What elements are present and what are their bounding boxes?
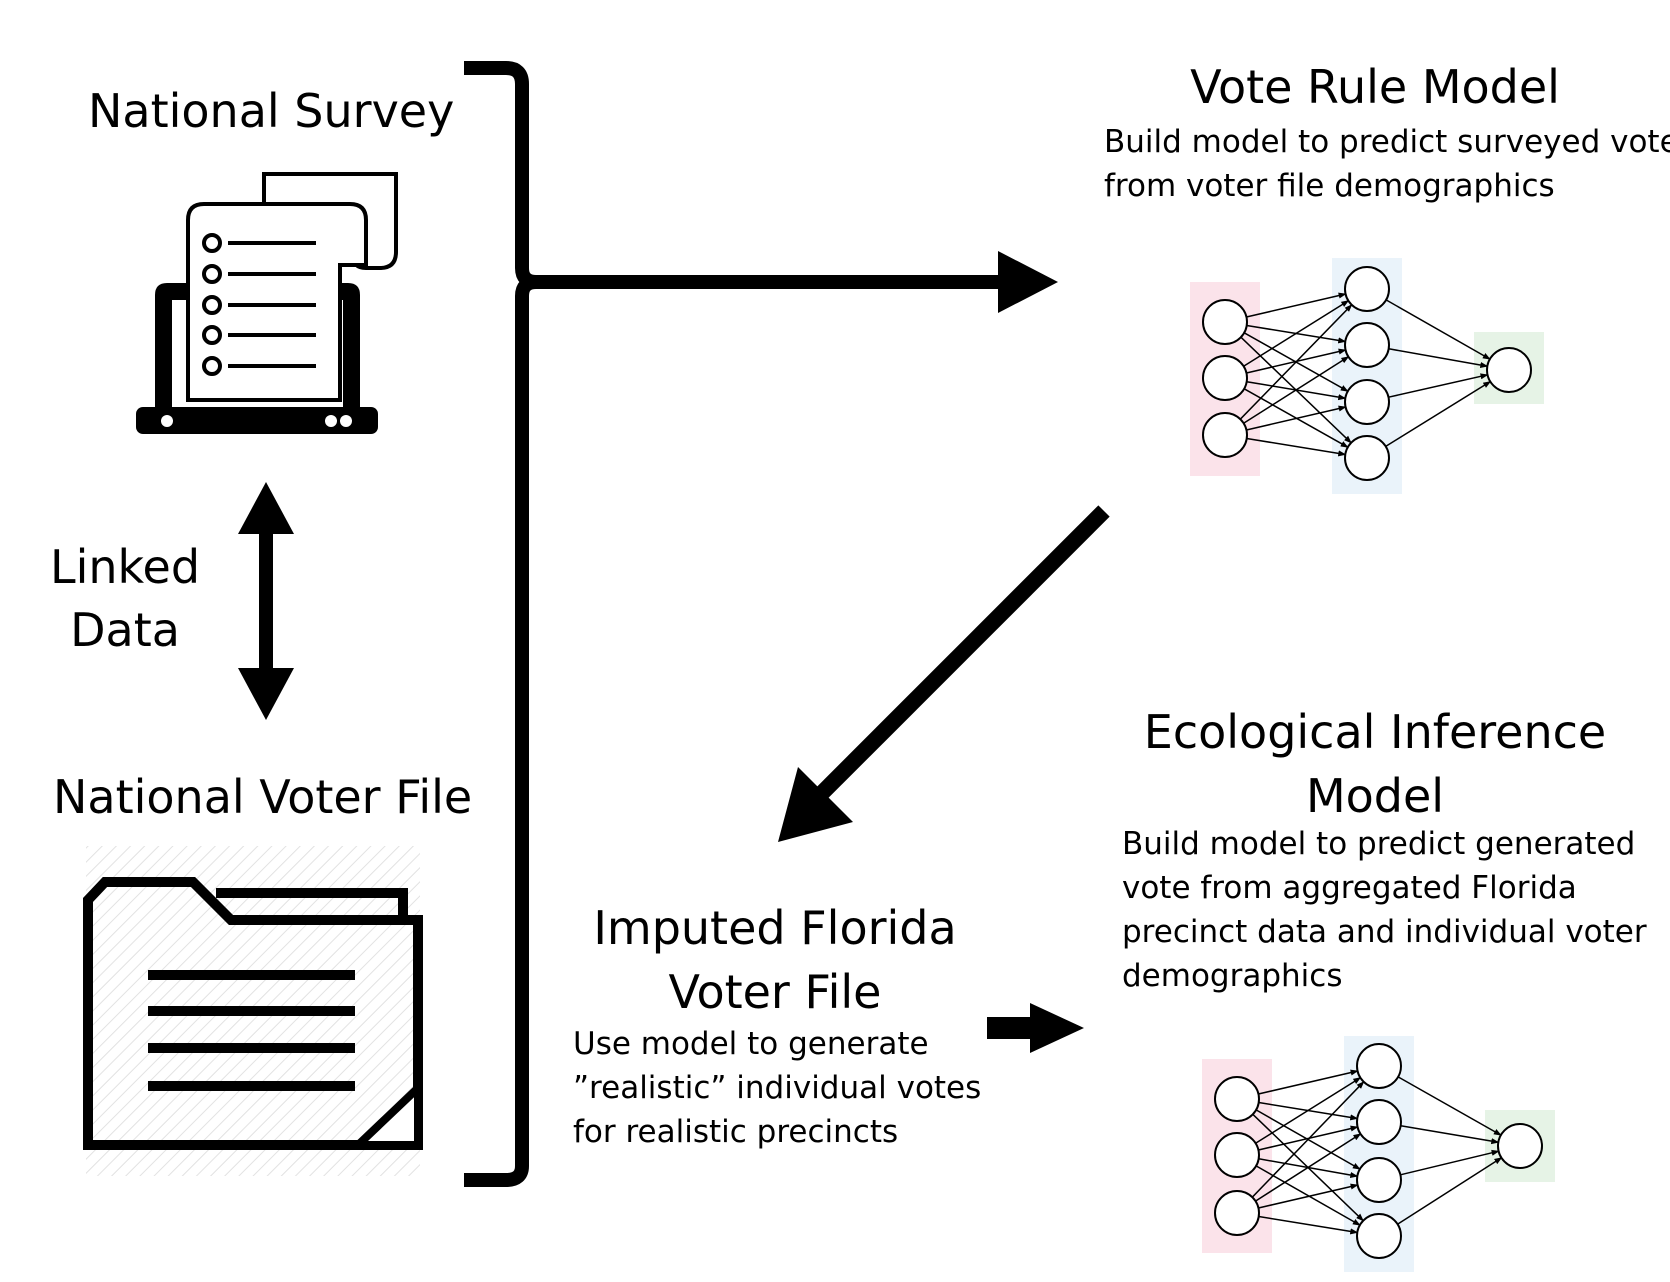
network-edge: [1258, 1215, 1359, 1235]
network-node: [1214, 1190, 1260, 1236]
imputed-desc-line3: for realistic precincts: [573, 1114, 899, 1150]
network-edge: [1239, 304, 1353, 420]
ei-desc-line3: precinct data and individual voter: [1122, 914, 1647, 950]
network-node: [1497, 1123, 1543, 1169]
network-edge: [1385, 380, 1492, 448]
network-edge: [1400, 1149, 1500, 1176]
network-edge: [1255, 1077, 1362, 1144]
network-edge: [1400, 1124, 1500, 1145]
network-edge: [1385, 299, 1491, 360]
network-node: [1356, 1043, 1402, 1089]
imputed-file-description: Use model to generate ”realistic” indivi…: [573, 1022, 981, 1154]
network-node: [1356, 1099, 1402, 1145]
network-edge: [1397, 1076, 1502, 1136]
ei-title-line2: Model: [1305, 769, 1445, 823]
folder-document-icon: [83, 846, 423, 1176]
combine-bracket: [464, 61, 537, 1187]
network-node: [1356, 1157, 1402, 1203]
imputed-title-line2: Voter File: [668, 965, 882, 1019]
imputed-file-title: Imputed Florida Voter File: [580, 896, 970, 1024]
linked-data-line2: Data: [70, 603, 180, 658]
vote-rule-model-title: Vote Rule Model: [1190, 60, 1560, 114]
network-node: [1344, 379, 1390, 425]
network-node: [1356, 1213, 1402, 1259]
ei-model-title: Ecological Inference Model: [1100, 700, 1650, 828]
network-node: [1214, 1076, 1260, 1122]
ei-model-description: Build model to predict generated vote fr…: [1122, 822, 1647, 998]
linked-data-double-arrow: [238, 482, 294, 720]
network-edge: [1246, 437, 1347, 457]
network-edge: [1243, 356, 1350, 424]
national-survey-title: National Survey: [88, 84, 455, 138]
vote-rule-desc-line1: Build model to predict surveyed vote: [1104, 124, 1670, 160]
network-edge: [1258, 1069, 1359, 1095]
vote-rule-neural-network-icon: [1190, 258, 1544, 494]
vote-rule-model-description: Build model to predict surveyed vote fro…: [1104, 120, 1670, 208]
laptop-survey-icon: [136, 172, 398, 434]
network-node: [1486, 347, 1532, 393]
network-edge: [1246, 292, 1347, 318]
network-edge: [1243, 300, 1350, 367]
network-edge: [1388, 373, 1489, 398]
network-edge: [1258, 1183, 1359, 1209]
linked-data-label: Linked Data: [40, 540, 210, 658]
arrow-to-vote-rule-model: [530, 251, 1058, 313]
network-edge: [1388, 348, 1489, 368]
national-voter-file-title: National Voter File: [53, 770, 473, 824]
arrow-to-imputed-file: [778, 505, 1110, 842]
network-node: [1344, 435, 1390, 481]
network-edge: [1397, 1157, 1503, 1225]
network-node: [1344, 322, 1390, 368]
imputed-desc-line1: Use model to generate: [573, 1026, 929, 1062]
ei-desc-line1: Build model to predict generated: [1122, 826, 1636, 862]
imputed-desc-line2: ”realistic” individual votes: [573, 1070, 982, 1106]
network-node: [1214, 1132, 1260, 1178]
vote-rule-desc-line2: from voter file demographics: [1104, 168, 1555, 204]
network-node: [1344, 266, 1390, 312]
network-node: [1202, 412, 1248, 458]
imputed-title-line1: Imputed Florida: [593, 901, 957, 955]
network-edge: [1246, 405, 1347, 431]
network-edge: [1251, 1081, 1365, 1198]
ei-neural-network-icon: [1202, 1036, 1555, 1272]
ei-desc-line2: vote from aggregated Florida: [1122, 870, 1577, 906]
linked-data-line1: Linked: [49, 540, 201, 594]
arrow-to-ei-model: [987, 1003, 1084, 1053]
ei-desc-line4: demographics: [1122, 958, 1343, 994]
network-node: [1202, 355, 1248, 401]
ei-title-line1: Ecological Inference: [1143, 705, 1607, 759]
network-node: [1202, 299, 1248, 345]
network-edge: [1255, 1133, 1362, 1202]
